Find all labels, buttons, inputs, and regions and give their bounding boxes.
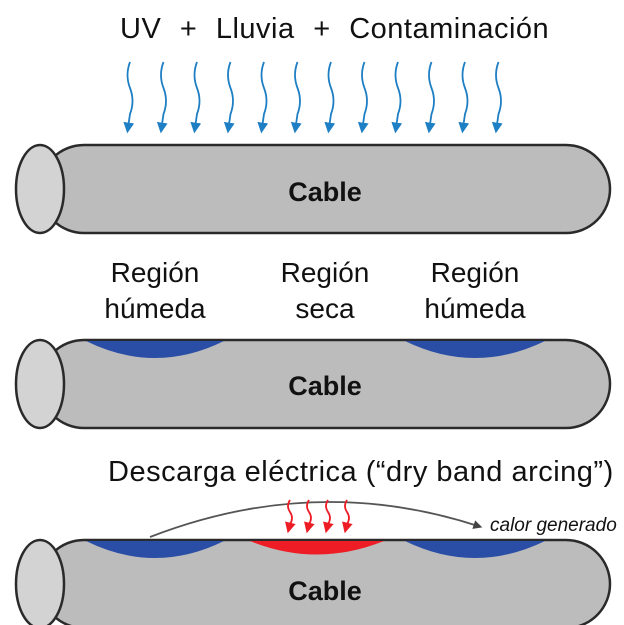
cable-label: Cable — [288, 576, 362, 606]
region-center-line2: seca — [295, 293, 355, 324]
rain-arrow-icon — [190, 61, 202, 134]
top-title: UV + Lluvia + Contaminación — [120, 13, 549, 45]
heat-note: calor generado — [490, 515, 617, 536]
dry-band-arc — [250, 541, 384, 555]
top-cable: Cable — [14, 143, 612, 235]
rain-arrow-icon — [424, 61, 436, 134]
arc-arrow-icon — [149, 501, 483, 538]
cable-end — [14, 338, 66, 430]
cable-label: Cable — [288, 371, 362, 401]
title-uv: UV — [120, 13, 161, 45]
title-contaminacion: Contaminación — [349, 13, 549, 45]
region-right-line2: húmeda — [424, 293, 526, 324]
rain-arrow-icon — [156, 61, 168, 134]
rain-arrow-icon — [324, 61, 336, 134]
rain-arrow-icon — [257, 61, 269, 134]
rain-arrow-icon — [223, 61, 235, 134]
title-plus-2: + — [313, 13, 330, 45]
title-lluvia: Lluvia — [216, 13, 295, 45]
wet-region-right — [405, 541, 545, 558]
rain-arrow-icon — [123, 61, 135, 134]
rain-arrow-group — [123, 61, 503, 134]
region-right-line1: Región — [431, 257, 520, 288]
rain-arrow-icon — [491, 61, 503, 134]
rain-arrow-icon — [357, 61, 369, 134]
bottom-title: Descarga eléctrica (“dry band arcing”) — [108, 456, 614, 488]
middle-cable: Cable — [14, 338, 612, 430]
cable-label: Cable — [288, 177, 362, 207]
heat-arrow-icon — [304, 499, 315, 534]
wet-region-left — [86, 541, 224, 558]
heat-arrow-icon — [285, 499, 296, 534]
top-panel: UV + Lluvia + Contaminación Cable — [14, 13, 612, 235]
title-plus-1: + — [180, 13, 197, 45]
wet-region-right — [405, 341, 545, 358]
cable-end — [14, 538, 66, 625]
heat-arrow-icon — [342, 499, 353, 534]
heat-arrow-icon — [323, 499, 334, 534]
rain-arrow-icon — [458, 61, 470, 134]
heat-arrow-group — [285, 499, 353, 534]
middle-panel: Región húmeda Región seca Región húmeda … — [14, 257, 612, 430]
bottom-panel: Descarga eléctrica (“dry band arcing”) c… — [14, 456, 617, 625]
region-left-line2: húmeda — [104, 293, 206, 324]
rain-arrow-icon — [290, 61, 302, 134]
region-center-line1: Región — [281, 257, 370, 288]
cable-end — [14, 143, 66, 235]
bottom-cable: Cable — [14, 538, 612, 625]
rain-arrow-icon — [391, 61, 403, 134]
wet-region-left — [86, 341, 224, 358]
region-left-line1: Región — [111, 257, 200, 288]
